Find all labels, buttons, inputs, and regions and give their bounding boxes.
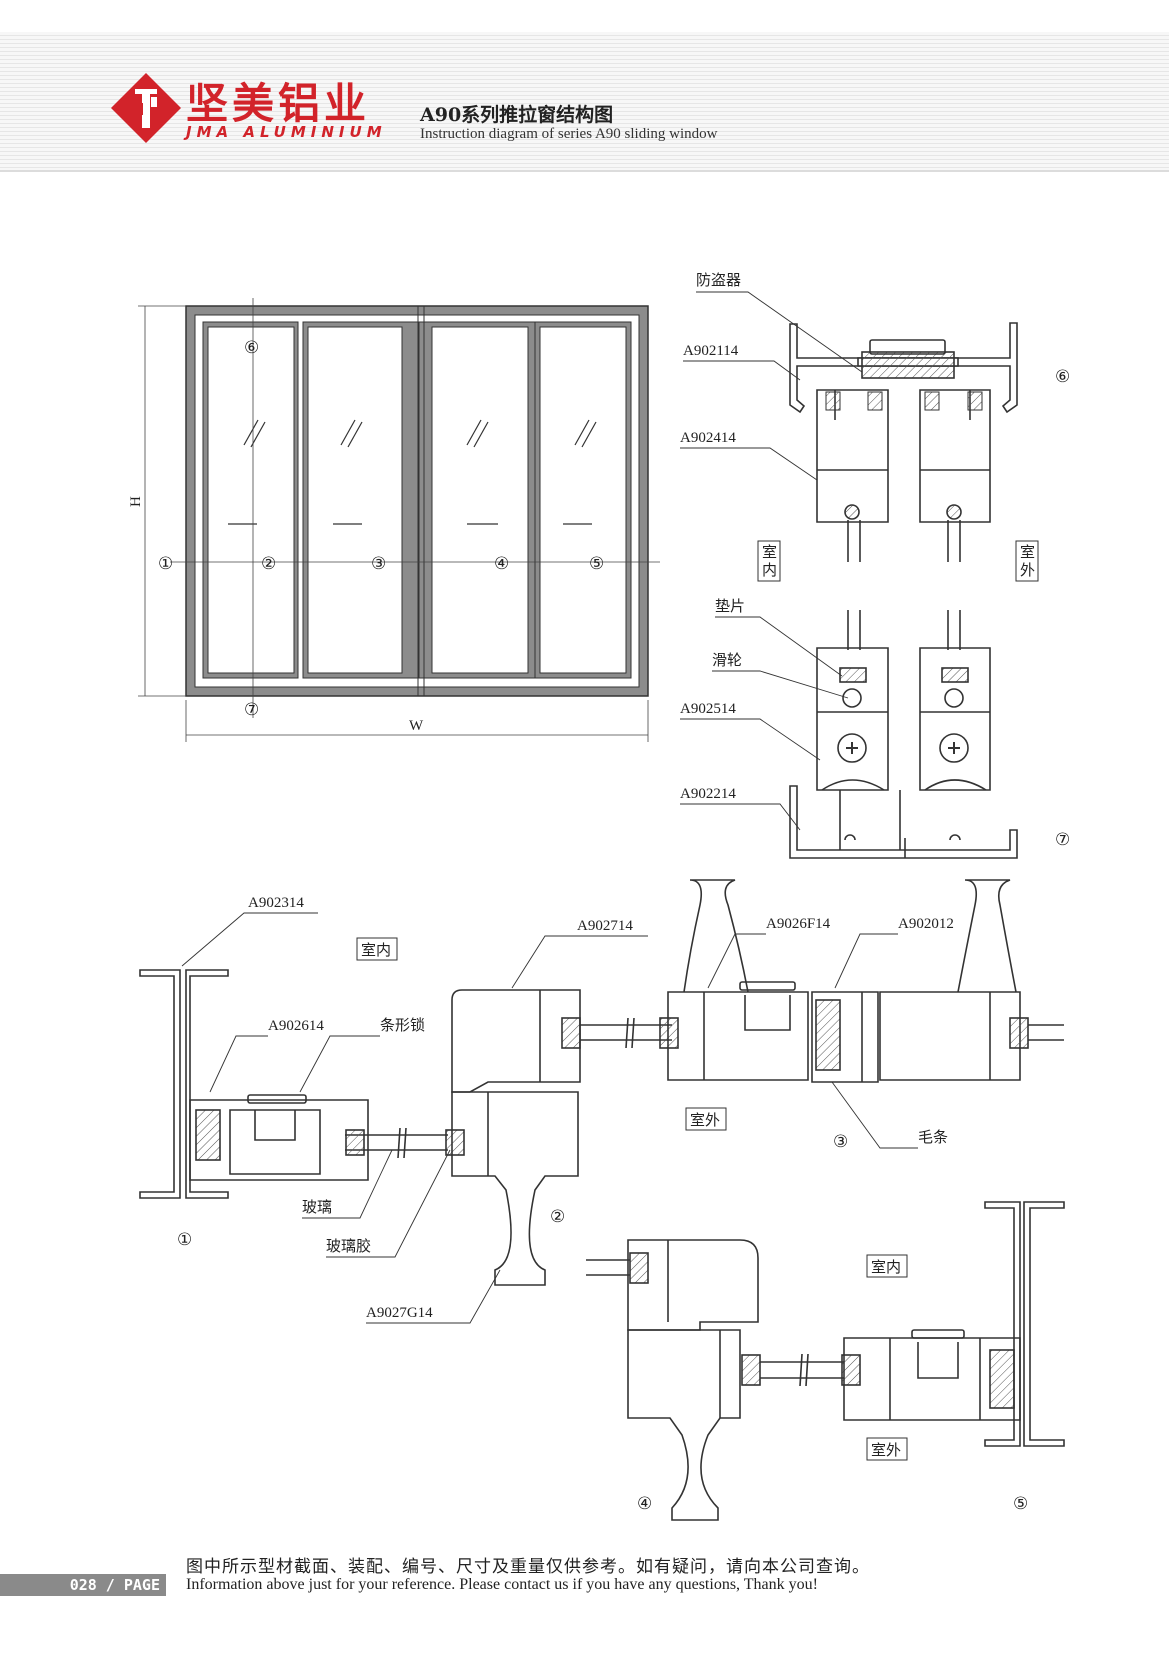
label-A902314: A902314 [248, 895, 304, 911]
lower-marker-4: ④ [637, 1494, 652, 1513]
label-glass: 玻璃 [302, 1198, 332, 1216]
label-A9027G14: A9027G14 [366, 1305, 433, 1321]
label-A902012: A902012 [898, 916, 954, 932]
elevation-marker-5: ⑤ [589, 554, 604, 573]
label-shim: 垫片 [715, 597, 745, 615]
top-indoor-label-2: 内 [762, 561, 777, 579]
horizontal-upper-drawing [139, 879, 1064, 1286]
upper-marker-1: ① [177, 1230, 192, 1249]
brand-name-en: JMA ALUMINIUM [186, 123, 387, 141]
label-anti-theft: 防盗器 [696, 271, 741, 289]
brand-name-cn: 坚美铝业 [186, 79, 371, 128]
top-section-labels: 防盗器 A902114 A902414 [680, 271, 741, 446]
page-title-cn: A90系列推拉窗结构图 [420, 104, 614, 126]
label-A902514: A902514 [680, 701, 736, 717]
window-elevation [138, 298, 660, 742]
top-section-marker: ⑥ [1055, 367, 1070, 386]
lower-outdoor-label: 室外 [871, 1441, 901, 1459]
elevation-marker-4: ④ [494, 554, 509, 573]
upper-marker-2: ② [550, 1207, 565, 1226]
upper-indoor-label: 室内 [361, 941, 391, 959]
upper-marker-3: ③ [833, 1132, 848, 1151]
label-brush-strip: 毛条 [918, 1128, 948, 1146]
footer-note-en: Information above just for your referenc… [186, 1576, 818, 1593]
label-A9026F14: A9026F14 [766, 916, 831, 932]
footer-note-cn: 图中所示型材截面、装配、编号、尺寸及重量仅供参考。如有疑问，请向本公司查询。 [186, 1557, 870, 1577]
jma-logo-icon [111, 73, 181, 143]
lower-indoor-label: 室内 [871, 1258, 901, 1276]
label-pulley: 滑轮 [712, 651, 742, 669]
bottom-section-marker: ⑦ [1055, 830, 1070, 849]
label-glass-glue: 玻璃胶 [326, 1237, 371, 1255]
elevation-marker-7: ⑦ [244, 700, 259, 719]
height-dimension-label: H [128, 496, 144, 507]
top-indoor-label-1: 室 [762, 543, 777, 561]
top-outdoor-label-2: 外 [1020, 561, 1035, 579]
page-title-en: Instruction diagram of series A90 slidin… [420, 126, 718, 142]
elevation-marker-1: ① [158, 554, 173, 573]
upper-outdoor-label: 室外 [690, 1111, 720, 1129]
width-dimension-label: W [409, 718, 424, 734]
label-A902414: A902414 [680, 430, 736, 446]
elevation-marker-6: ⑥ [244, 338, 259, 357]
top-outdoor-label-1: 室 [1020, 543, 1035, 561]
bottom-section-drawing [789, 610, 1018, 859]
label-strip-lock: 条形锁 [380, 1016, 425, 1034]
label-A902714: A902714 [577, 918, 633, 934]
elevation-marker-2: ② [261, 554, 276, 573]
header-band [0, 32, 1169, 172]
page-number: 028 / PAGE [0, 1574, 166, 1596]
label-A902114: A902114 [683, 343, 739, 359]
label-A902614: A902614 [268, 1018, 324, 1034]
top-section-drawing [789, 322, 1018, 562]
horizontal-lower-drawing [586, 1201, 1065, 1521]
elevation-marker-3: ③ [371, 554, 386, 573]
lower-marker-5: ⑤ [1013, 1494, 1028, 1513]
label-A902214: A902214 [680, 786, 736, 802]
